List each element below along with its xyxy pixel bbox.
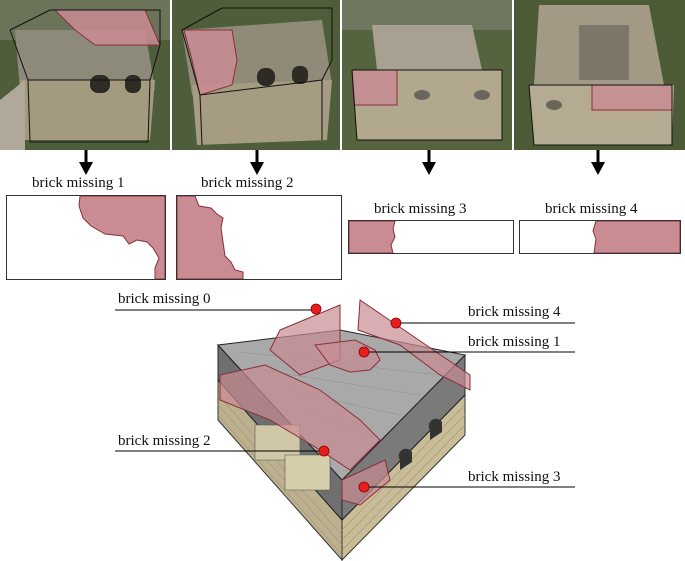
down-arrow-1 [79, 150, 93, 175]
marker-0 [310, 303, 322, 315]
photo-1 [0, 0, 170, 150]
down-arrow-3 [422, 150, 436, 175]
marker-1 [358, 346, 370, 358]
model-label-1: brick missing 1 [468, 334, 561, 350]
projection-mask-1 [6, 195, 166, 280]
down-arrow-2 [250, 150, 264, 175]
model-label-3: brick missing 3 [468, 469, 561, 485]
projection-label-4: brick missing 4 [545, 201, 638, 217]
marker-2 [318, 445, 330, 457]
model-label-4: brick missing 4 [468, 304, 561, 320]
missing-region-0 [269, 304, 341, 376]
photo-2 [172, 0, 340, 150]
tower-3d-model [115, 299, 575, 561]
model-label-0: brick missing 0 [118, 291, 211, 307]
projection-label-1: brick missing 1 [32, 175, 125, 191]
model-label-2: brick missing 2 [118, 433, 211, 449]
photo-4 [514, 0, 685, 150]
marker-4 [390, 317, 402, 329]
projection-mask-4 [519, 220, 681, 254]
projection-mask-3 [348, 220, 514, 254]
missing-region-4 [357, 299, 471, 391]
photo-3 [342, 0, 512, 150]
projection-label-3: brick missing 3 [374, 201, 467, 217]
projection-label-2: brick missing 2 [201, 175, 294, 191]
missing-region-2 [219, 364, 381, 471]
projection-mask-2 [176, 195, 342, 280]
down-arrow-4 [591, 150, 605, 175]
marker-3 [358, 481, 370, 493]
